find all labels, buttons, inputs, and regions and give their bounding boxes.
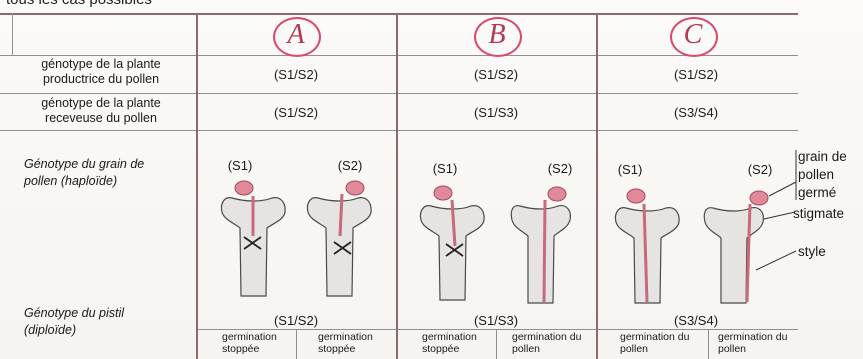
pistil-b1 xyxy=(420,186,484,300)
pollen-grain-c2 xyxy=(750,191,768,205)
pistil-c2 xyxy=(704,191,768,303)
pistil-a2 xyxy=(307,181,371,296)
pollen-grain-a1 xyxy=(235,181,253,195)
annotation-leaders xyxy=(756,150,796,270)
pollen-grain-c1 xyxy=(627,189,645,203)
pistil-a1 xyxy=(221,181,285,296)
pollen-grain-a2 xyxy=(346,181,364,195)
pollen-grain-b1 xyxy=(434,186,452,200)
pistil-b2 xyxy=(511,187,570,303)
pollen-grain-b2 xyxy=(548,187,566,201)
pistil-c1 xyxy=(615,189,679,303)
